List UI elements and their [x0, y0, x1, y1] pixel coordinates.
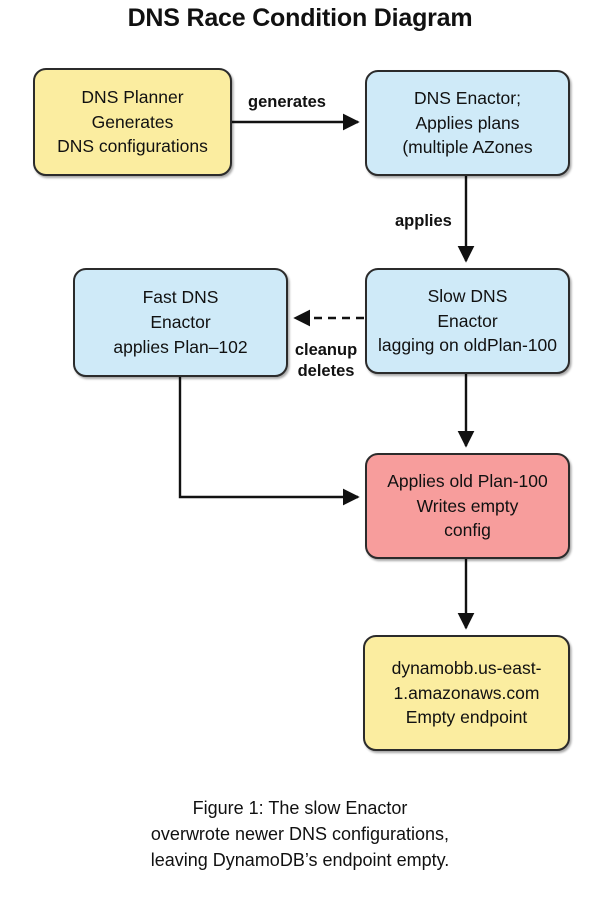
caption-line: overwrote newer DNS configurations, [150, 824, 450, 845]
edge-label-line: deletes [297, 362, 355, 381]
edge-label-line: cleanup [294, 341, 358, 359]
node-line: DNS Planner [81, 86, 184, 107]
node-line: Writes empty [416, 495, 519, 516]
node-line: Enactor [150, 312, 211, 333]
page-title: DNS Race Condition Diagram [127, 4, 473, 32]
node-applies-old-plan[interactable]: Applies old Plan-100 Writes empty config [365, 453, 570, 559]
node-dynamodb-endpoint[interactable]: dynamobb.us-east- 1.amazonaws.com Empty … [363, 635, 570, 751]
node-line: lagging on oldPlan-100 [377, 335, 558, 356]
node-line: Enactor [437, 310, 498, 331]
caption-line: Figure 1: The slow Enactor [192, 798, 408, 818]
node-line: DNS configurations [57, 136, 208, 157]
node-line: Fast DNS [142, 287, 219, 308]
edge-label-cleanup-deletes: cleanup deletes [289, 340, 363, 383]
node-line: 1.amazonaws.com [393, 682, 540, 703]
node-line: applies Plan–102 [113, 336, 248, 357]
node-dns-enactor[interactable]: DNS Enactor; Applies plans (multiple AZo… [365, 70, 570, 176]
node-line: Generates [91, 111, 174, 132]
caption-line: leaving DynamoDB’s endpoint empty. [150, 850, 450, 871]
edge-fast-to-applies-old [178, 377, 360, 506]
node-fast-dns-enactor[interactable]: Fast DNS Enactor applies Plan–102 [73, 268, 288, 377]
node-line: Applies plans [415, 112, 520, 133]
node-line: Empty endpoint [405, 707, 528, 728]
edge-label-applies: applies [395, 212, 452, 230]
node-line: (multiple AZones [402, 137, 533, 158]
node-slow-dns-enactor[interactable]: Slow DNS Enactor lagging on oldPlan-100 [365, 268, 570, 374]
edge-label-generates: generates [248, 93, 326, 111]
node-line: Applies old Plan-100 [387, 470, 548, 491]
node-line: dynamobb.us-east- [391, 657, 542, 678]
node-line: Slow DNS [427, 285, 508, 306]
node-line: DNS Enactor; [414, 87, 521, 108]
node-dns-planner[interactable]: DNS Planner Generates DNS configurations [33, 68, 232, 176]
figure-caption: Figure 1: The slow Enactor overwrote new… [30, 795, 570, 873]
node-line: config [444, 520, 491, 541]
